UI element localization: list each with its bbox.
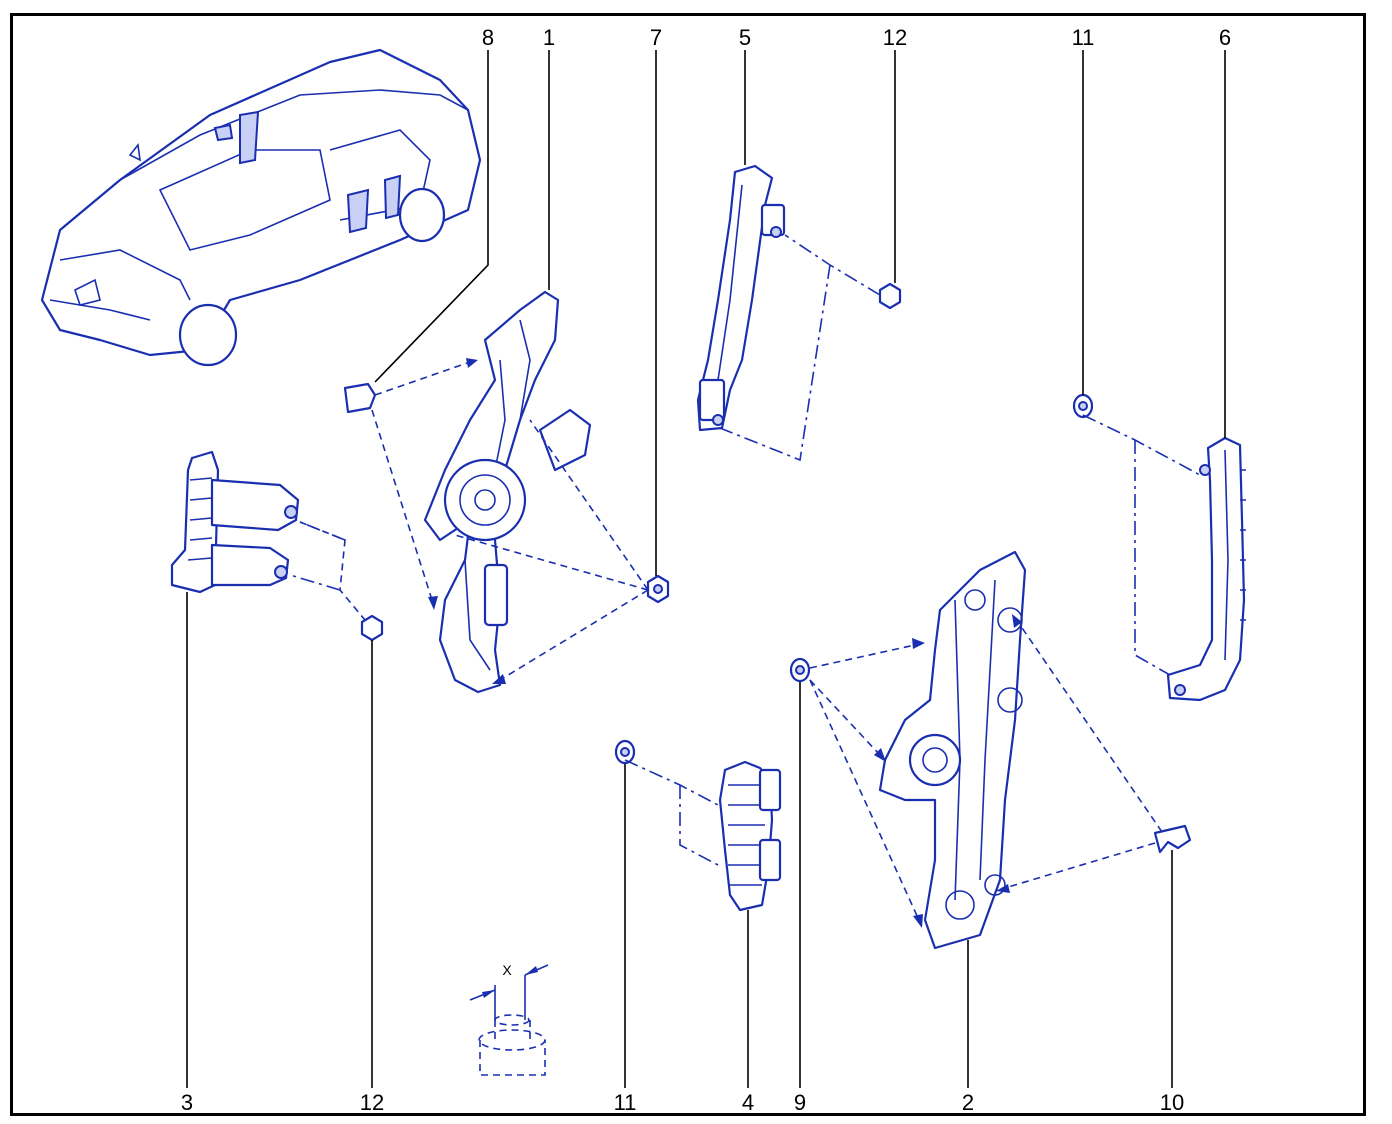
callout-3: 3	[181, 1090, 193, 1115]
callout-1: 1	[543, 25, 555, 50]
assembly-lines	[289, 234, 1201, 928]
part-2-regulator	[878, 550, 1027, 950]
callout-9: 9	[794, 1090, 806, 1115]
callout-6: 6	[1219, 25, 1231, 50]
part-1-regulator-motor	[423, 290, 592, 694]
callout-11-bottom: 11	[614, 1090, 637, 1115]
callout-7: 7	[650, 25, 662, 50]
part-3-guide-rail	[170, 450, 300, 594]
part-4-guide-rail	[718, 760, 782, 912]
callout-4: 4	[742, 1090, 754, 1115]
callout-12-top: 12	[883, 25, 907, 50]
callout-11-top: 11	[1072, 25, 1095, 50]
nut-dimension-detail	[469, 964, 549, 1076]
callout-numbers: 8 1 7 5 12 11 6 3 12 11 4 9 2 10 X	[181, 25, 1231, 1115]
callout-2: 2	[962, 1090, 974, 1115]
dimension-x-label: X	[502, 962, 512, 978]
callout-5: 5	[739, 25, 751, 50]
leader-lines	[186, 50, 1226, 1088]
part-6-rail	[1166, 436, 1246, 702]
callout-8: 8	[482, 25, 494, 50]
fasteners	[343, 282, 1192, 854]
callout-10: 10	[1160, 1090, 1184, 1115]
callout-12-bottom: 12	[360, 1090, 384, 1115]
car-illustration	[40, 48, 482, 367]
part-5-rail	[696, 164, 786, 432]
